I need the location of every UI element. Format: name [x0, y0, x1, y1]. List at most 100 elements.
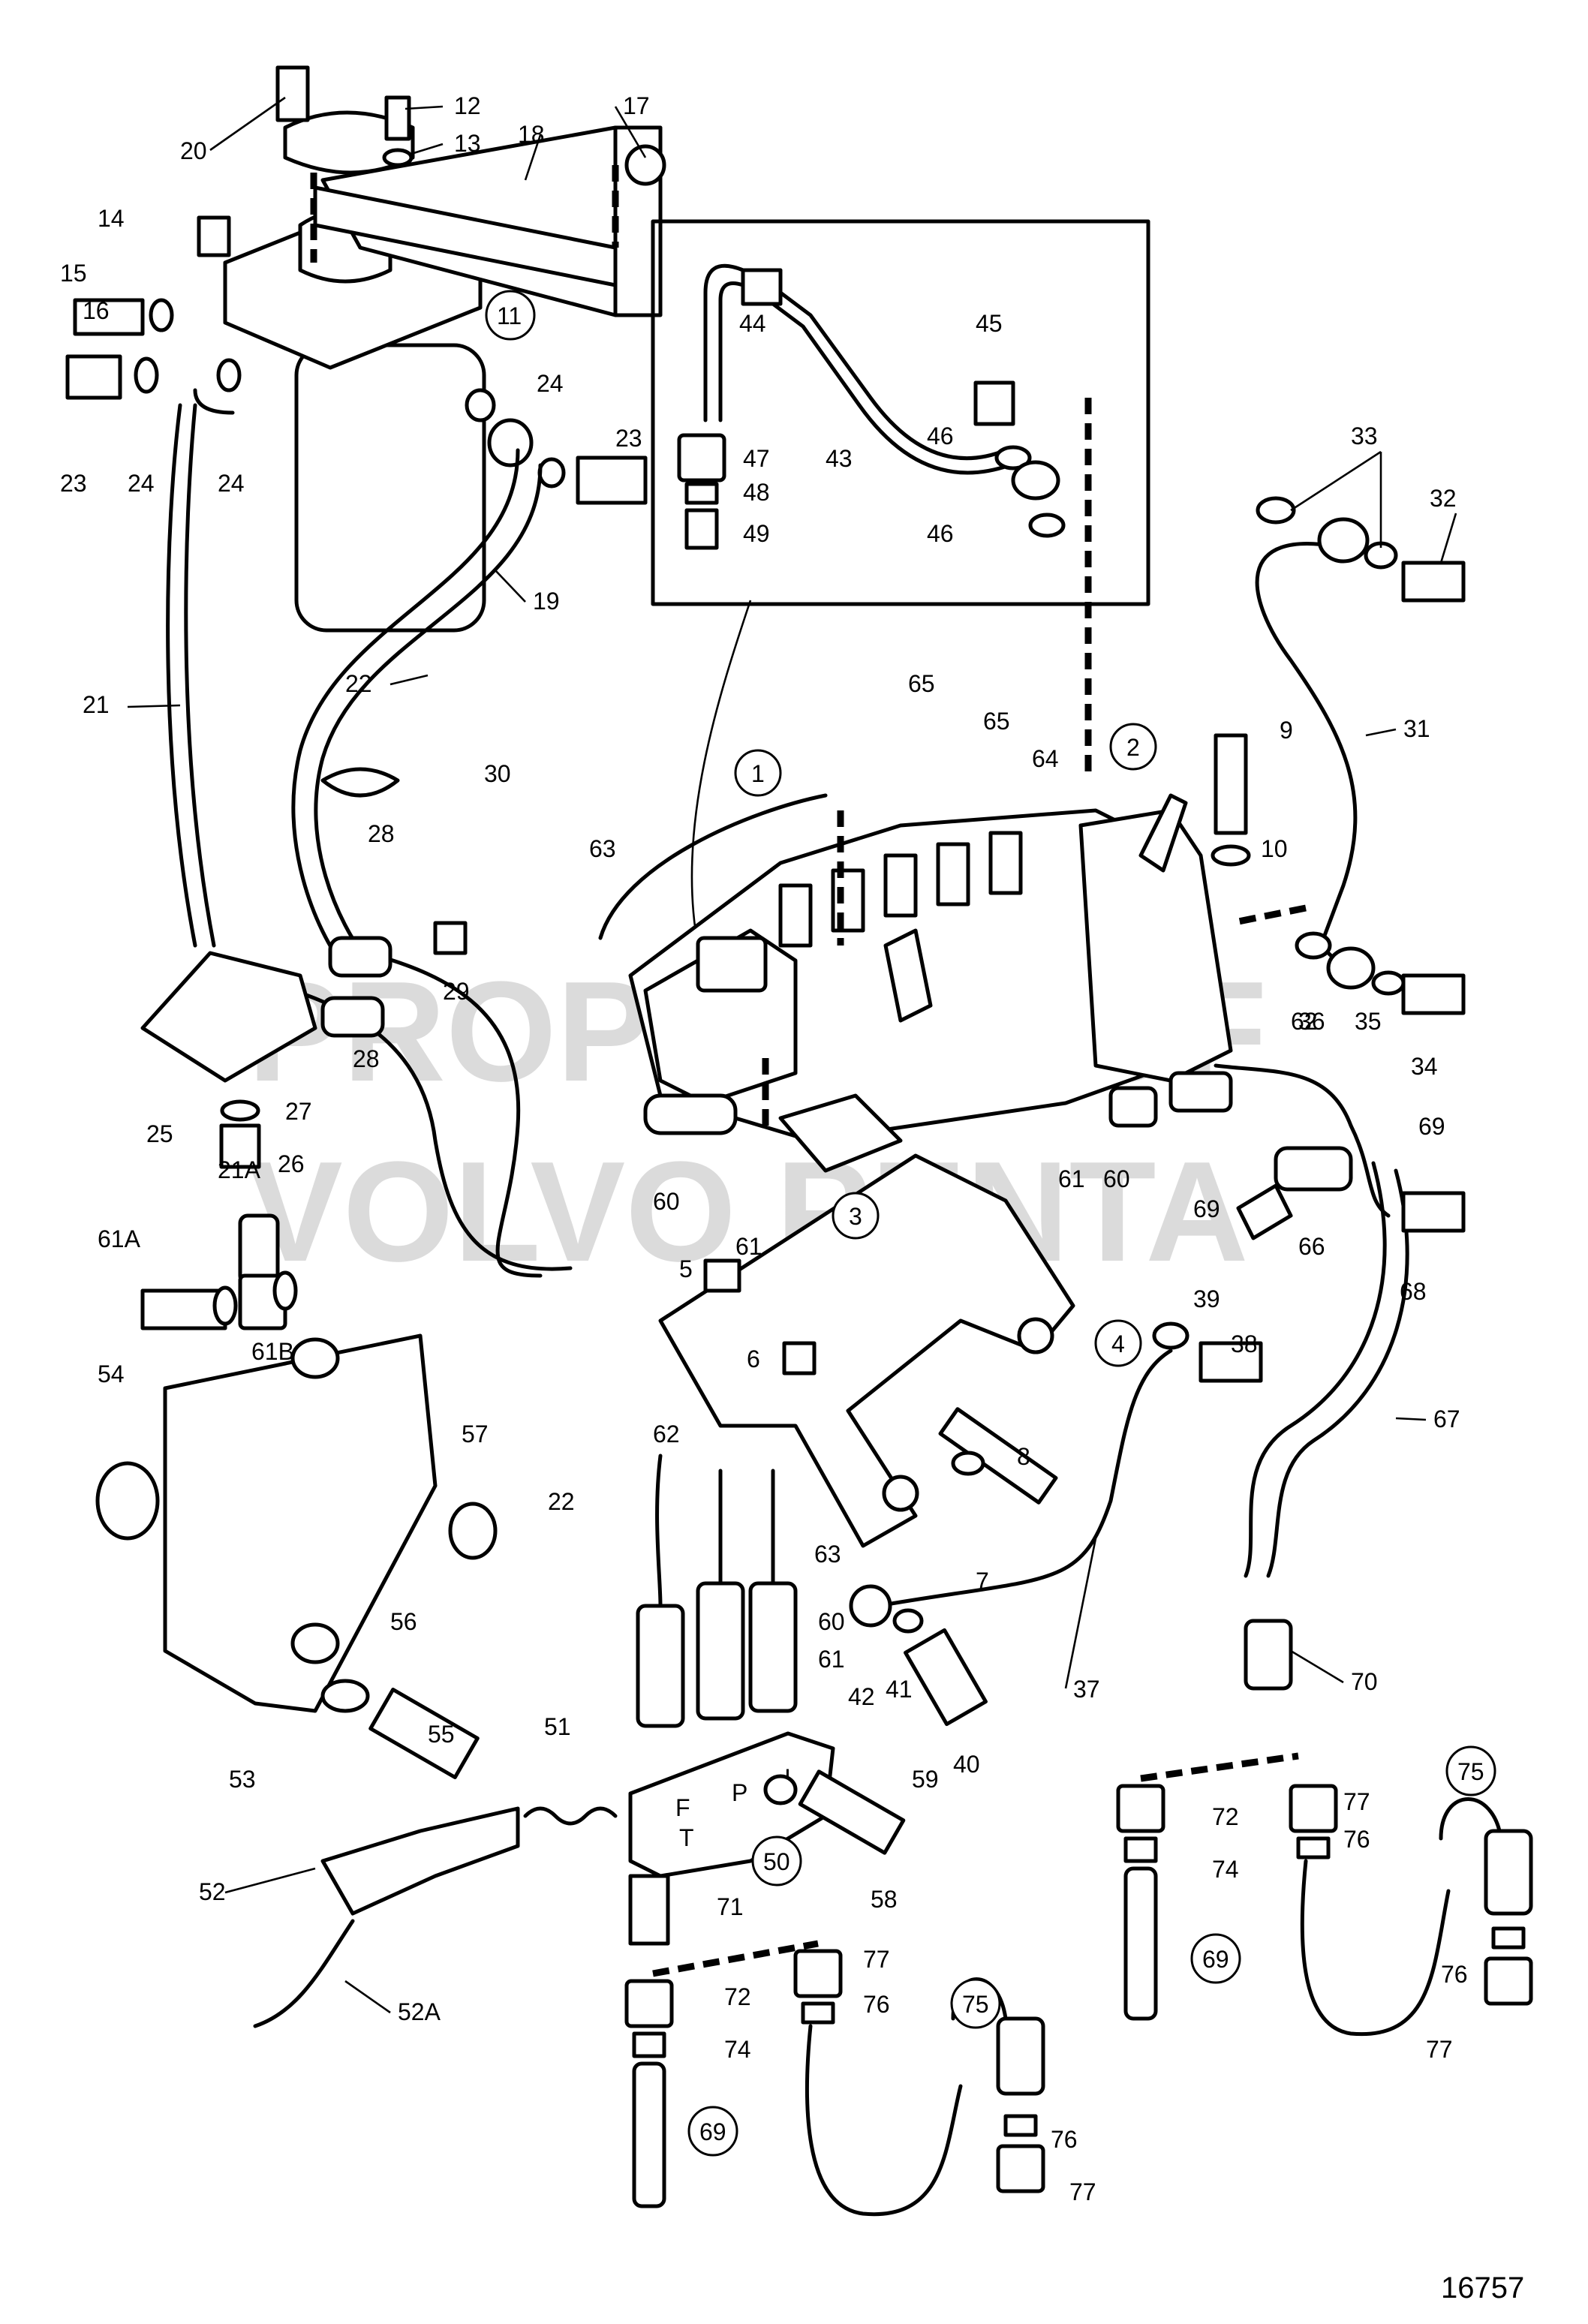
label-26: 26 — [278, 1150, 305, 1177]
label-19: 19 — [533, 588, 560, 615]
bushing-57 — [448, 1502, 498, 1560]
label-61-right: 61 — [1058, 1165, 1085, 1192]
fuel-hoses-left — [140, 403, 573, 1278]
label-38: 38 — [1231, 1330, 1258, 1357]
label-60-right: 60 — [1103, 1165, 1130, 1192]
fittings-column-2 — [696, 1581, 745, 1721]
washer-33-a — [1256, 496, 1296, 525]
leader-18 — [524, 134, 542, 181]
banjo-36 — [1326, 946, 1376, 990]
delivery-valve-3 — [883, 853, 918, 918]
label-56: 56 — [390, 1608, 417, 1635]
bracket-4 — [658, 1153, 1075, 1548]
dash-9 — [1230, 904, 1307, 927]
hose-right-loop — [1300, 1859, 1451, 2037]
union-70 — [1244, 1619, 1293, 1691]
hose-21-inner — [184, 403, 216, 948]
circled-labels: 1 2 3 4 11 50 75 75 69 69 — [485, 290, 1496, 2157]
label-65-b: 65 — [983, 708, 1010, 735]
bracket-hole-2 — [1017, 1317, 1054, 1354]
filter-canister — [294, 343, 486, 633]
label-72-right: 72 — [1212, 1803, 1239, 1830]
inset-frame — [651, 219, 1150, 606]
leader-37 — [1064, 1538, 1097, 1689]
hose-return-left — [245, 973, 573, 1271]
label-49: 49 — [743, 520, 770, 547]
mounting-plate — [95, 1333, 498, 1779]
clip-44 — [741, 268, 783, 306]
circle-4 — [1094, 1319, 1142, 1367]
label-24-b: 24 — [218, 470, 245, 497]
leader-22 — [389, 674, 429, 686]
plate-hole-top — [290, 1337, 340, 1379]
pipe-31 — [1255, 542, 1358, 963]
banjo-31 — [1317, 517, 1370, 564]
union-69 — [1274, 1146, 1353, 1192]
label-46-upper: 46 — [927, 422, 954, 449]
label-45: 45 — [976, 310, 1003, 337]
bolt-26 — [219, 1123, 261, 1169]
label-22-lower: 22 — [548, 1488, 575, 1515]
label-53: 53 — [229, 1766, 256, 1793]
circle-73-right — [1190, 1933, 1241, 1984]
label-61a: 61A — [98, 1225, 141, 1252]
bolt-34 — [1401, 973, 1466, 1015]
label-76-right: 76 — [1343, 1826, 1370, 1853]
label-44: 44 — [739, 310, 766, 337]
circle-1 — [734, 749, 782, 797]
ferrule-76-right-2 — [1491, 1926, 1526, 1950]
label-58: 58 — [871, 1886, 898, 1913]
pipe-43 — [703, 263, 1008, 461]
label-55: 55 — [428, 1721, 455, 1748]
label-10: 10 — [1261, 835, 1288, 862]
inset-detail — [651, 219, 1150, 946]
bolt-23-right — [576, 455, 648, 505]
label-72-left: 72 — [724, 1983, 751, 2010]
nut-6 — [782, 1341, 817, 1375]
label-61b: 61B — [251, 1338, 294, 1365]
label-74-right: 74 — [1212, 1856, 1239, 1883]
banjo-inset — [1011, 460, 1060, 501]
circle-label-75-right: 75 — [1457, 1758, 1484, 1785]
bolt-61a — [140, 1288, 227, 1330]
label-74-left: 74 — [724, 2036, 751, 2063]
nut-17 — [624, 144, 666, 186]
label-71: 71 — [717, 1893, 744, 1920]
delivery-valve-4 — [936, 842, 970, 906]
ferrule-76-left-2 — [1003, 2114, 1038, 2137]
label-76-left: 76 — [863, 1991, 890, 2018]
plate-53 — [163, 1333, 438, 1713]
washer-13 — [382, 148, 414, 167]
label-69-a: 69 — [1193, 1195, 1220, 1222]
bolt-55 — [368, 1688, 480, 1779]
injection-pump — [628, 733, 1251, 1173]
label-69-b: 69 — [1418, 1113, 1445, 1140]
leader-19 — [495, 570, 526, 603]
label-30: 30 — [484, 760, 511, 787]
label-70: 70 — [1351, 1668, 1378, 1695]
union-49 — [684, 508, 719, 550]
assembly-dash-lines — [310, 165, 1307, 1977]
washer-24-a — [134, 356, 159, 394]
plate-hole-bottom — [290, 1622, 340, 1664]
label-9: 9 — [1280, 717, 1293, 744]
dash-lower-left — [652, 1940, 819, 1977]
nut-77-left-2 — [996, 2144, 1045, 2193]
ferrule-76-left — [801, 2001, 835, 2025]
washer-46-upper — [994, 445, 1032, 471]
circle-label-75-left: 75 — [962, 1991, 989, 2018]
label-20: 20 — [180, 137, 207, 164]
label-60-lower: 60 — [818, 1608, 845, 1635]
label-51: 51 — [544, 1713, 571, 1740]
label-57: 57 — [462, 1421, 489, 1448]
label-27: 27 — [285, 1098, 312, 1125]
bushing-54 — [95, 1461, 160, 1541]
hose-62-right — [1214, 1063, 1391, 1218]
label-17: 17 — [623, 92, 650, 119]
label-67: 67 — [1433, 1406, 1460, 1433]
fitting-21a — [140, 1213, 298, 1330]
fuel-filter-assembly — [65, 65, 666, 633]
label-28-lower: 28 — [353, 1045, 380, 1072]
label-77-right-2: 77 — [1426, 2036, 1453, 2063]
circle-label-73-left: 69 — [699, 2118, 726, 2145]
